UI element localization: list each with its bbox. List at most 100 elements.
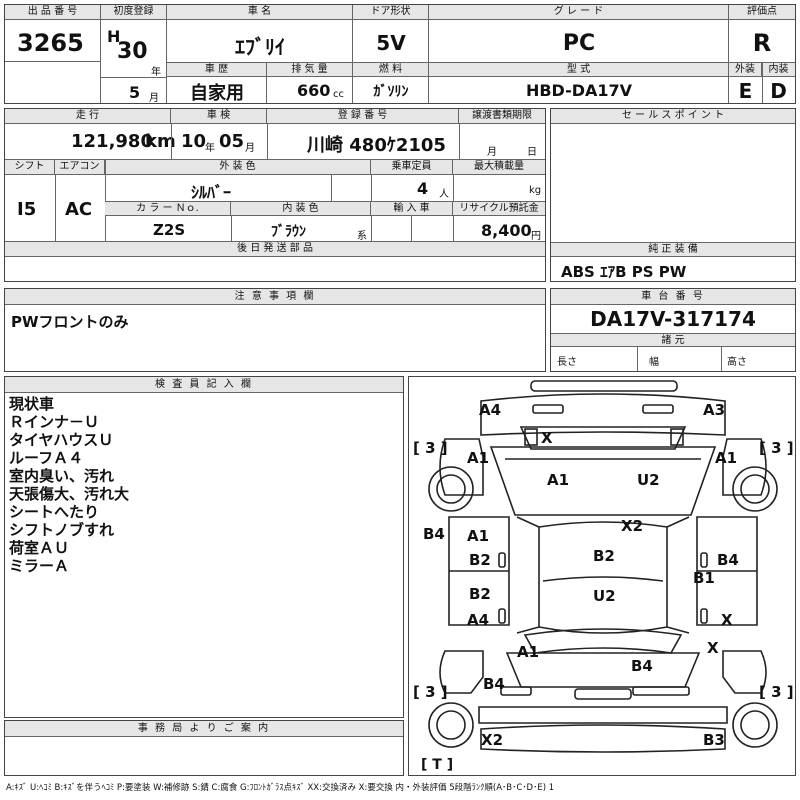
era: H xyxy=(107,27,121,46)
first-reg-cell: 初度登録 H 30 年 5 月 xyxy=(101,5,167,104)
grade: PC xyxy=(562,31,596,56)
model-label: 型 式 xyxy=(429,63,728,77)
inspector-note-line: シートへたり xyxy=(9,503,100,521)
ext-grade: E xyxy=(738,79,753,103)
interior-color: ﾌﾞﾗｳﾝ xyxy=(271,224,306,240)
insp-month-unit: 月 xyxy=(245,143,255,154)
caution-block: 注 意 事 項 欄 PWフロントのみ xyxy=(4,288,546,372)
mark-x-right1: X xyxy=(721,611,733,629)
genuine-label: 純 正 装 備 xyxy=(551,242,795,257)
transfer-label: 譲渡書類期限 xyxy=(459,109,545,124)
mark-a1-rear: A1 xyxy=(517,643,540,661)
length-label: 長さ xyxy=(557,357,577,368)
mileage-unit: km xyxy=(145,131,176,152)
history: 自家用 xyxy=(190,83,244,104)
aircon-label: エアコン xyxy=(55,160,105,175)
month: 5 xyxy=(129,83,141,102)
fuel-cell: 燃 料 ｶﾞｿﾘﾝ xyxy=(353,63,429,103)
mark-x2-mid: X2 xyxy=(621,517,644,535)
mark-a4-tl: A4 xyxy=(479,401,502,419)
capacity-unit: 人 xyxy=(439,189,449,200)
chassis-number: DA17V-317174 xyxy=(590,307,756,331)
transfer-month: 月 xyxy=(487,147,497,158)
mark-b2-roof: B2 xyxy=(593,547,615,565)
mark-b2-rear-door: B2 xyxy=(469,585,491,603)
color-no-label: カ ラ ー Ｎｏ. xyxy=(105,202,231,216)
mark-x-right2: X xyxy=(707,639,719,657)
lot-label: 出 品 番 号 xyxy=(5,5,100,20)
mark-a1-hood: A1 xyxy=(547,471,570,489)
interior-suffix: 系 xyxy=(357,231,367,242)
genuine-equipment: ABS ｴｱB PS PW xyxy=(561,263,687,281)
shift: I5 xyxy=(17,199,37,220)
lot-cell: 出 品 番 号 3265 xyxy=(5,5,101,103)
legend: A:ｷｽﾞ U:ﾍｺﾐ B:ｷｽﾞを伴うﾍｺﾐ P:要塗装 W:補修跡 S:錆 … xyxy=(6,783,555,793)
insp-year: 10 xyxy=(181,131,207,152)
displacement: 660 xyxy=(297,81,331,100)
mark-3-bottom-left: [ 3 ] xyxy=(413,683,448,701)
displacement-label: 排 気 量 xyxy=(267,63,352,77)
shift-label: シフト xyxy=(5,160,55,175)
mark-b4-left: B4 xyxy=(423,525,445,543)
door-label: ドア形状 xyxy=(353,5,428,20)
model-cell: 型 式 HBD-DA17V xyxy=(429,63,729,103)
details-block: 走 行 車 検 登 録 番 号 譲渡書類期限 121,980 km 10 年 0… xyxy=(4,108,546,282)
lot-number: 3265 xyxy=(17,29,84,57)
load-label: 最大積載量 xyxy=(453,160,545,175)
mark-t-bottom: [ T ] xyxy=(421,757,454,773)
inspector-label: 検 査 員 記 入 欄 xyxy=(5,377,403,393)
mark-3-bottom-right: [ 3 ] xyxy=(759,683,794,701)
width-label: 幅 xyxy=(649,357,659,368)
office-label: 事 務 局 よ り ご 案 内 xyxy=(5,721,403,737)
model: HBD-DA17V xyxy=(525,81,633,100)
displacement-unit: cc xyxy=(333,89,344,100)
recycle: 8,400 xyxy=(481,221,532,240)
mileage-label: 走 行 xyxy=(5,109,171,124)
mark-x-top: X xyxy=(541,429,553,447)
door-cell: ドア形状 5V xyxy=(353,5,429,63)
inspector-note-line: ルーフＡ４ xyxy=(9,449,84,467)
fuel-label: 燃 料 xyxy=(353,63,428,77)
import-label: 輸 入 車 xyxy=(371,202,453,216)
inspector-note-line: 荷室ＡＵ xyxy=(9,539,70,557)
mark-a1-door: A1 xyxy=(467,527,490,545)
inspector-note-line: Ｒインナ－Ｕ xyxy=(9,413,100,431)
mark-b1-right: B1 xyxy=(693,569,715,587)
inspector-note-line: ミラーＡ xyxy=(9,557,70,575)
mileage: 121,980 xyxy=(71,131,153,152)
mark-b3-bottom-right: B3 xyxy=(703,731,725,749)
color-label: 外 装 色 xyxy=(105,160,371,175)
mark-3-left: [ 3 ] xyxy=(413,439,448,457)
mark-b4-right: B4 xyxy=(717,551,739,569)
capacity: 4 xyxy=(417,179,429,198)
reg-label: 登 録 番 号 xyxy=(267,109,459,124)
insp-year-unit: 年 xyxy=(205,143,215,154)
inspector-note-line: タイヤハウスＵ xyxy=(9,431,114,449)
header-block: 出 品 番 号 3265 初度登録 H 30 年 5 月 車 名 ｴﾌﾞﾘｲ ド… xyxy=(4,4,796,104)
int-label: 内装 xyxy=(762,63,795,77)
inspector-note-line: 天張傷大、汚れ大 xyxy=(9,485,130,503)
caution-text: PWフロントのみ xyxy=(11,313,129,331)
office-block: 事 務 局 よ り ご 案 内 xyxy=(4,720,404,776)
transfer-day: 日 xyxy=(527,147,537,158)
car-name: ｴﾌﾞﾘｲ xyxy=(235,35,285,59)
ext-int-cell: 外装 内装 E D xyxy=(729,63,795,103)
mark-a4-left: A4 xyxy=(467,611,490,629)
inspection-label: 車 検 xyxy=(171,109,267,124)
grade-cell: グ レ ー ド PC xyxy=(429,5,729,63)
mark-b4-bottom-left: B4 xyxy=(483,675,505,693)
year: 30 xyxy=(117,39,148,64)
score-label: 評価点 xyxy=(729,5,795,20)
car-name-cell: 車 名 ｴﾌﾞﾘｲ xyxy=(167,5,353,63)
history-cell: 車 歴 自家用 xyxy=(167,63,267,104)
caution-label: 注 意 事 項 欄 xyxy=(5,289,545,305)
inspector-note-line: 現状車 xyxy=(9,395,55,413)
mark-u2-roof: U2 xyxy=(593,587,616,605)
sales-points-block: セ ー ル ス ポ イ ン ト 純 正 装 備 ABS ｴｱB PS PW xyxy=(550,108,796,282)
grade-label: グ レ ー ド xyxy=(429,5,728,20)
reg-number: 川崎 480ｹ2105 xyxy=(307,135,446,156)
chassis-label: 車 台 番 号 xyxy=(551,289,795,305)
displacement-cell: 排 気 量 660 cc xyxy=(267,63,353,103)
car-name-label: 車 名 xyxy=(167,5,352,20)
